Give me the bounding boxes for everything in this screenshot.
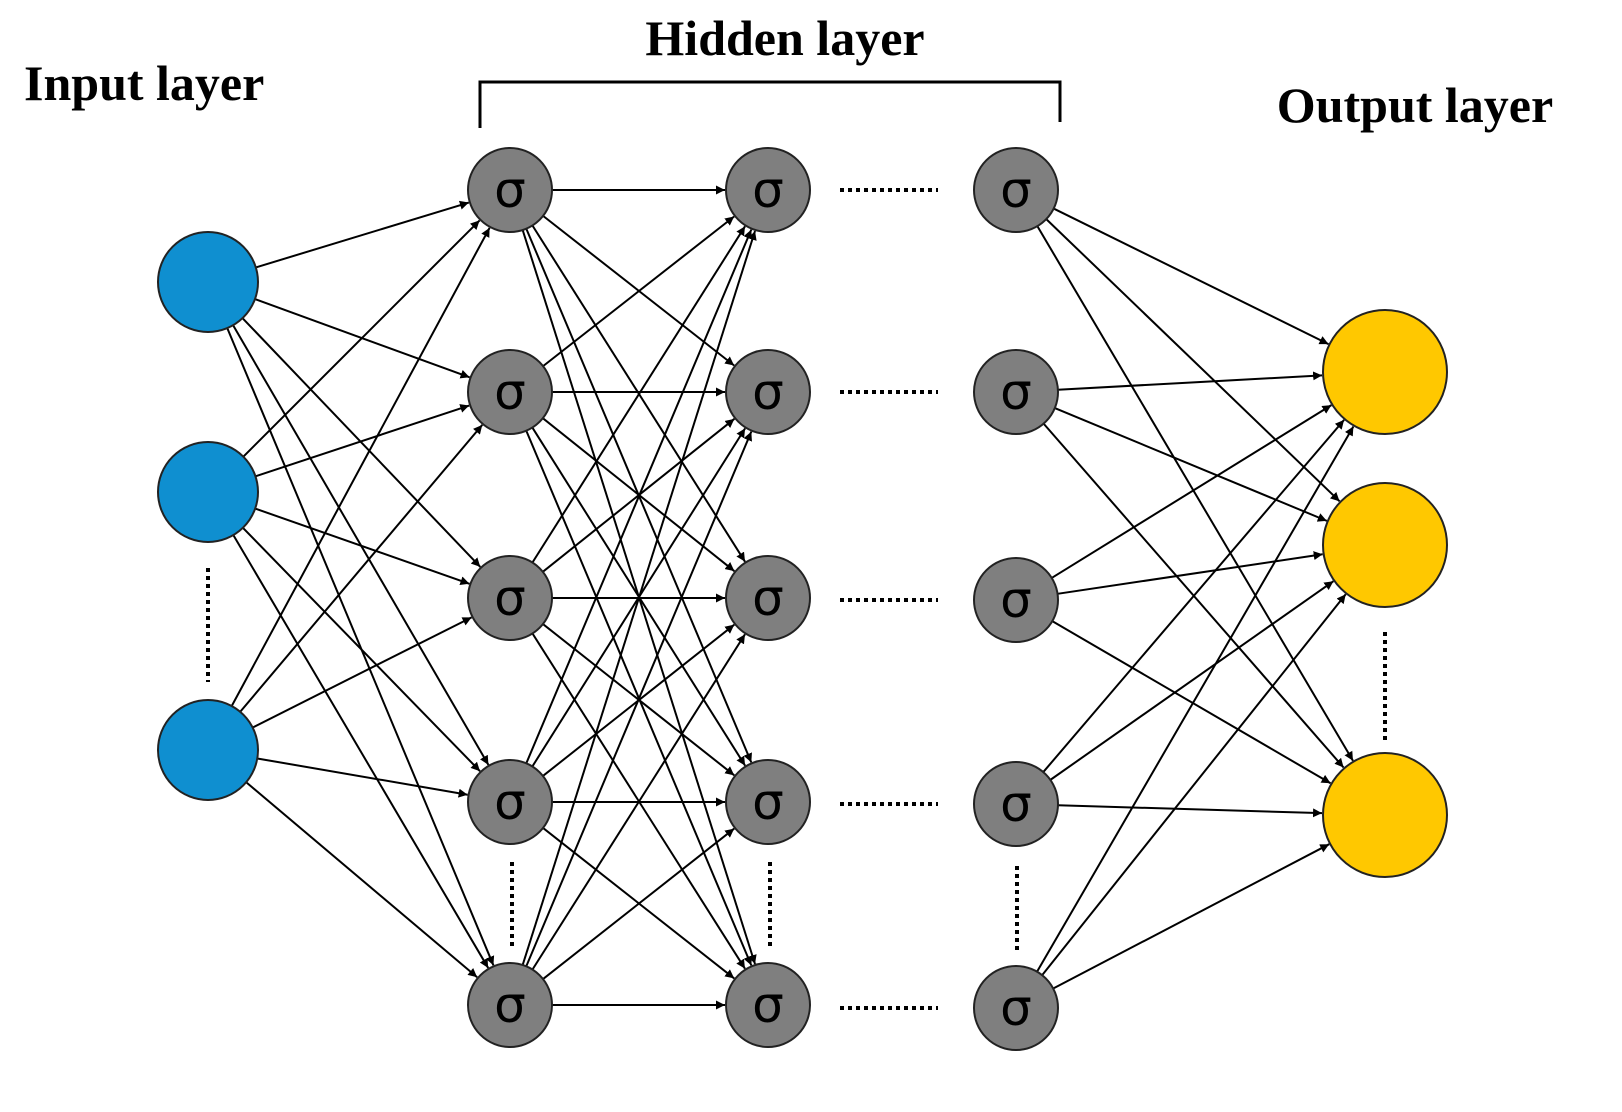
edge-hidden1-2-hidden2-1 xyxy=(542,215,735,367)
hidden-node-c3-5-circle xyxy=(973,965,1059,1051)
hidden-node-c3-2-circle xyxy=(973,349,1059,435)
hidden-node-c1-3-circle xyxy=(467,555,553,641)
hidden-node-c3-4: σ xyxy=(973,761,1059,847)
hidden-node-c3-3-circle xyxy=(973,557,1059,643)
hidden-node-c3-2-sigma-label: σ xyxy=(1000,363,1032,421)
edge-hidden3-3-output1 xyxy=(1051,404,1332,579)
hidden-node-c1-4-circle xyxy=(467,759,553,845)
output-node-2-circle xyxy=(1322,482,1448,608)
hidden-node-c3-2: σ xyxy=(973,349,1059,435)
hidden-node-c1-3: σ xyxy=(467,555,553,641)
output-node-3-circle xyxy=(1322,752,1448,878)
edge-input3-hidden1-5 xyxy=(245,781,478,979)
edge-hidden1-5-hidden2-3 xyxy=(531,633,746,971)
output-node-3 xyxy=(1322,752,1448,878)
edge-hidden3-3-output2 xyxy=(1057,551,1323,595)
edge-hidden1-5-hidden2-2 xyxy=(525,431,753,967)
hidden-node-c2-5-sigma-label: σ xyxy=(752,976,784,1034)
hidden-node-c1-4: σ xyxy=(467,759,553,845)
edge-input3-hidden1-4 xyxy=(257,757,468,798)
input-node-2-circle xyxy=(157,441,259,543)
hidden-node-c1-4-sigma-label: σ xyxy=(494,773,526,831)
edge-hidden3-1-output3 xyxy=(1036,225,1354,762)
edge-input3-hidden1-3 xyxy=(252,616,473,729)
edge-hidden3-5-output2 xyxy=(1041,593,1347,976)
edge-input2-hidden1-2 xyxy=(255,404,470,478)
hidden-node-c3-4-sigma-label: σ xyxy=(1000,775,1032,833)
edge-input1-hidden1-3 xyxy=(241,317,482,568)
hidden-node-c1-5: σ xyxy=(467,962,553,1048)
hidden-node-c1-2: σ xyxy=(467,349,553,435)
edge-input1-hidden1-5 xyxy=(226,327,495,966)
edge-hidden3-4-output3 xyxy=(1057,804,1323,818)
connections xyxy=(226,185,1355,1010)
edge-hidden3-4-output2 xyxy=(1049,580,1335,781)
hidden-node-c1-2-circle xyxy=(467,349,553,435)
output-node-1 xyxy=(1322,309,1448,435)
hidden-node-c2-3: σ xyxy=(725,555,811,641)
hidden-node-c3-1-sigma-label: σ xyxy=(1000,161,1032,219)
edge-input2-hidden1-3 xyxy=(254,507,470,586)
hidden-node-c2-4: σ xyxy=(725,759,811,845)
hidden-node-c2-2-circle xyxy=(725,349,811,435)
edge-input1-hidden1-1 xyxy=(255,200,470,269)
edge-hidden1-4-hidden2-1 xyxy=(525,229,753,764)
hidden-node-c3-5: σ xyxy=(973,965,1059,1051)
output-node-1-circle xyxy=(1322,309,1448,435)
edge-hidden3-2-output2 xyxy=(1054,407,1328,522)
hidden-node-c1-1-sigma-label: σ xyxy=(494,161,526,219)
hidden-node-c1-5-sigma-label: σ xyxy=(494,976,526,1034)
hidden-node-c3-1: σ xyxy=(973,147,1059,233)
hidden-node-c2-4-sigma-label: σ xyxy=(752,773,784,831)
edge-input3-hidden1-1 xyxy=(230,227,491,707)
hidden-node-c2-1: σ xyxy=(725,147,811,233)
hidden-node-c2-4-circle xyxy=(725,759,811,845)
hidden-node-c2-5: σ xyxy=(725,962,811,1048)
input-node-1 xyxy=(157,231,259,333)
edge-input2-hidden1-1 xyxy=(242,219,481,458)
hidden-layer-title: Hidden layer xyxy=(645,10,924,66)
edge-hidden3-2-output1 xyxy=(1057,371,1323,391)
hidden-node-c1-1: σ xyxy=(467,147,553,233)
output-node-2 xyxy=(1322,482,1448,608)
edge-hidden3-5-output3 xyxy=(1052,843,1330,990)
hidden-node-c3-5-sigma-label: σ xyxy=(1000,979,1032,1037)
edge-hidden3-1-output2 xyxy=(1045,218,1341,503)
edge-hidden1-5-hidden2-4 xyxy=(542,827,735,980)
edge-hidden1-5-hidden2-1 xyxy=(521,230,757,966)
hidden-node-c1-3-sigma-label: σ xyxy=(494,569,526,627)
ellipsis-group xyxy=(206,188,1387,1010)
hidden-node-c2-2: σ xyxy=(725,349,811,435)
hidden-layer-bracket xyxy=(478,80,1062,128)
hidden-node-c2-1-sigma-label: σ xyxy=(752,161,784,219)
hidden-node-c2-3-sigma-label: σ xyxy=(752,569,784,627)
edge-hidden3-3-output3 xyxy=(1051,620,1332,785)
input-node-3 xyxy=(157,699,259,801)
edge-input2-hidden1-4 xyxy=(242,527,481,772)
edge-hidden1-3-hidden2-1 xyxy=(531,225,746,564)
hidden-node-c2-1-circle xyxy=(725,147,811,233)
input-node-2 xyxy=(157,441,259,543)
hidden-node-c3-3-sigma-label: σ xyxy=(1000,571,1032,629)
edge-input2-hidden1-5 xyxy=(232,534,490,969)
hidden-node-c1-5-circle xyxy=(467,962,553,1048)
hidden-node-c2-3-circle xyxy=(725,555,811,641)
input-layer-title: Input layer xyxy=(24,55,264,111)
hidden-node-c1-2-sigma-label: σ xyxy=(494,363,526,421)
input-node-1-circle xyxy=(157,231,259,333)
edge-hidden3-1-output1 xyxy=(1053,207,1329,346)
nodes: σ σ σ σ σ σ σ σ σ σ σ σ σ σ σ xyxy=(157,147,1448,1051)
hidden-node-c3-3: σ xyxy=(973,557,1059,643)
hidden-node-c3-4-circle xyxy=(973,761,1059,847)
edge-input3-hidden1-2 xyxy=(239,424,484,713)
hidden-node-c2-2-sigma-label: σ xyxy=(752,363,784,421)
output-layer-title: Output layer xyxy=(1277,77,1553,133)
input-node-3-circle xyxy=(157,699,259,801)
edge-hidden3-4-output1 xyxy=(1042,419,1345,773)
hidden-node-c3-1-circle xyxy=(973,147,1059,233)
hidden-node-c1-1-circle xyxy=(467,147,553,233)
hidden-node-c2-5-circle xyxy=(725,962,811,1048)
edge-hidden3-5-output1 xyxy=(1036,425,1355,973)
